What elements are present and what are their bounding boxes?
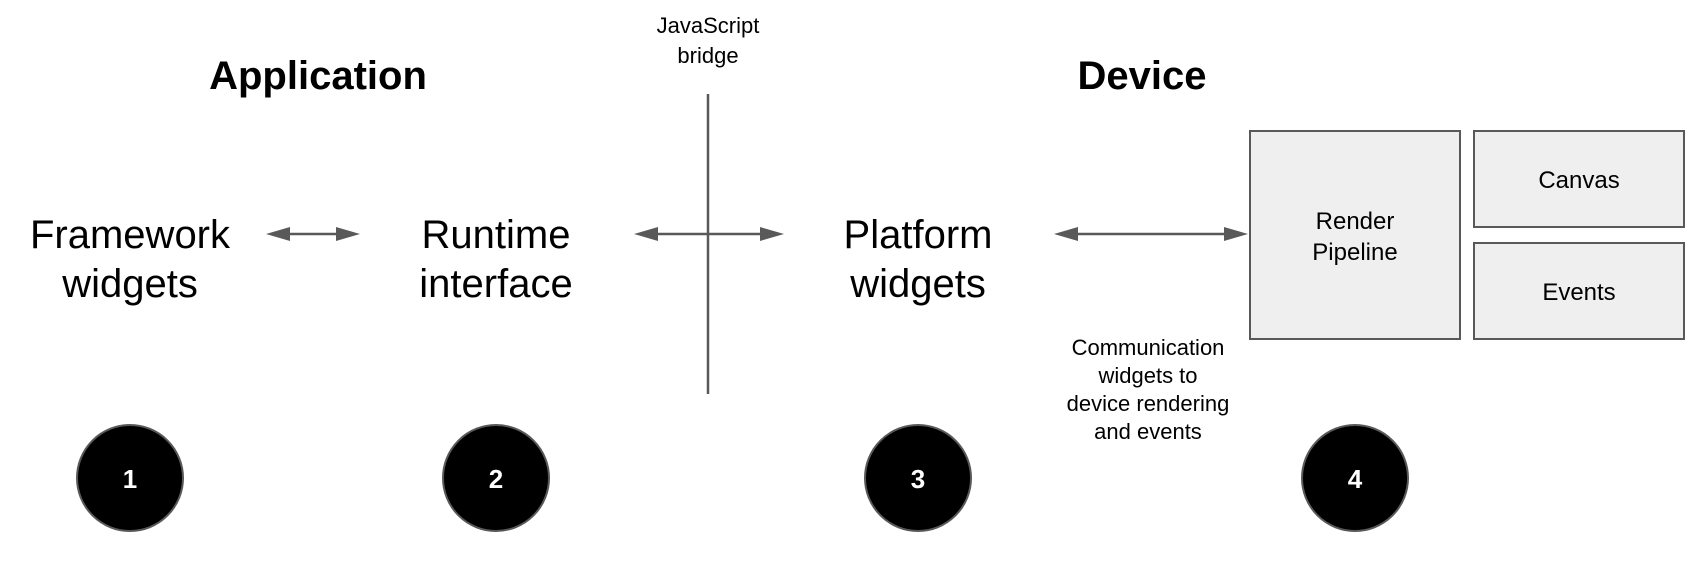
canvas-label: Canvas — [1538, 167, 1619, 194]
platform-widgets-node: Platform widgets — [844, 213, 993, 306]
badge-1-label: 1 — [123, 464, 137, 494]
badge-3: 3 — [864, 424, 972, 532]
arrowhead-right-icon — [760, 227, 784, 241]
badge-4-label: 4 — [1348, 464, 1363, 494]
canvas-box: Canvas — [1473, 130, 1685, 228]
platform-widgets-line-1: Platform — [844, 213, 993, 257]
runtime-platform-arrow — [634, 227, 784, 241]
bridge-label-line-1: JavaScript — [657, 13, 760, 38]
platform-device-arrow — [1054, 227, 1248, 241]
arrowhead-left-icon — [1054, 227, 1078, 241]
badge-2: 2 — [442, 424, 550, 532]
bridge-label-line-2: bridge — [677, 43, 738, 68]
badge-4: 4 — [1301, 424, 1409, 532]
events-label: Events — [1542, 279, 1615, 306]
framework-runtime-arrow — [266, 227, 360, 241]
arrowhead-left-icon — [634, 227, 658, 241]
application-heading: Application — [209, 54, 427, 98]
badge-3-label: 3 — [911, 464, 925, 494]
render-pipeline-line-2: Pipeline — [1312, 239, 1397, 266]
arrowhead-left-icon — [266, 227, 290, 241]
arrowhead-right-icon — [336, 227, 360, 241]
communication-note-line-3: device rendering — [1067, 391, 1230, 416]
platform-widgets-line-2: widgets — [849, 262, 986, 306]
render-pipeline-line-1: Render — [1316, 208, 1395, 235]
framework-widgets-line-1: Framework — [30, 213, 231, 257]
javascript-bridge-label: JavaScript bridge — [657, 13, 760, 68]
events-box: Events — [1473, 242, 1685, 340]
arrowhead-right-icon — [1224, 227, 1248, 241]
runtime-interface-line-1: Runtime — [422, 213, 571, 257]
runtime-interface-node: Runtime interface — [419, 213, 572, 306]
framework-widgets-node: Framework widgets — [30, 213, 231, 306]
communication-note: Communication widgets to device renderin… — [1067, 335, 1230, 444]
render-pipeline-box: Render Pipeline — [1249, 130, 1461, 340]
runtime-interface-line-2: interface — [419, 262, 572, 306]
framework-widgets-line-2: widgets — [61, 262, 198, 306]
badge-2-label: 2 — [489, 464, 503, 494]
badge-1: 1 — [76, 424, 184, 532]
communication-note-line-1: Communication — [1072, 335, 1225, 360]
device-heading: Device — [1078, 54, 1207, 98]
communication-note-line-2: widgets to — [1097, 363, 1197, 388]
communication-note-line-4: and events — [1094, 419, 1202, 444]
